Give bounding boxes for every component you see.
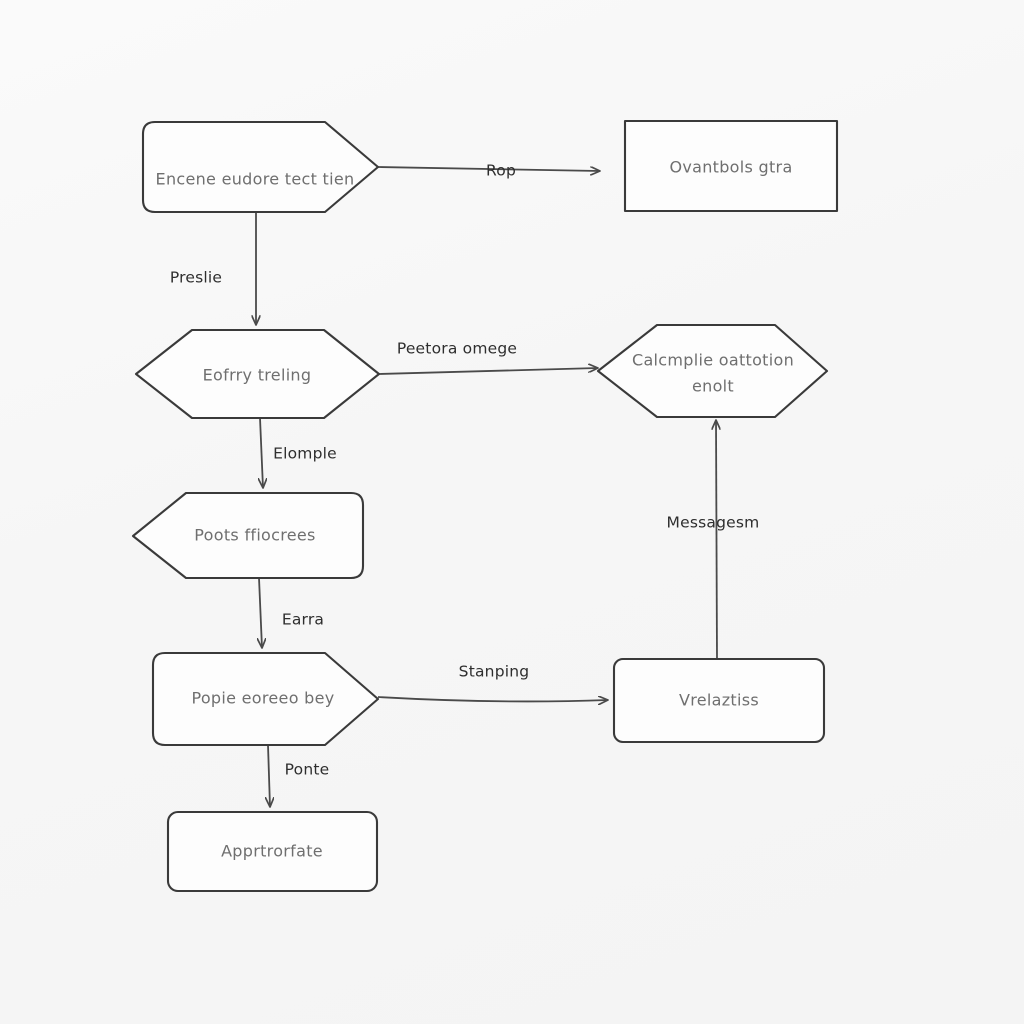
node-shape-n4 [596, 323, 829, 419]
edge-line-n7-n4 [716, 420, 717, 660]
node-label-n7: Vrelaztiss [679, 691, 759, 710]
edge-n3-n4: Peetora omege [378, 340, 598, 375]
node-label-n6: Popie eoreeo bey [191, 689, 334, 708]
edge-n7-n4: Messagesm [667, 420, 760, 660]
node-encene-eudore-tect-tien[interactable]: Encene eudore tect tien [141, 120, 380, 214]
node-label-n1: Encene eudore tect tien [156, 170, 355, 189]
node-apprtrorfate[interactable]: Apprtrorfate [166, 810, 379, 893]
node-label-n2: Ovantbols gtra [669, 158, 792, 177]
node-label-n8: Apprtrorfate [221, 842, 323, 861]
edge-line-n6-n8 [268, 744, 270, 807]
edge-label-preslie: Preslie [170, 269, 222, 287]
node-shape-n3 [134, 328, 381, 420]
edge-label-rop: Rop [486, 162, 516, 180]
edge-n5-n6: Earra [259, 577, 324, 648]
node-shape-n5 [131, 491, 365, 580]
node-vrelaztiss[interactable]: Vrelaztiss [612, 657, 826, 744]
edge-label-elomple: Elomple [273, 445, 337, 463]
edge-line-n5-n6 [259, 577, 262, 648]
node-popie-eoreeo-bey[interactable]: Popie eoreeo bey [151, 651, 380, 747]
node-label-n4-line1: Calcmplie oattotion [632, 351, 794, 370]
node-label-n5: Poots ffiocrees [194, 526, 315, 545]
edge-n6-n8: Ponte [268, 744, 330, 807]
node-calcmplie-oattotion-enolt[interactable]: Calcmplie oattotion enolt [596, 323, 829, 419]
node-label-n3: Eofrry treling [203, 366, 312, 385]
edge-line-n3-n4 [378, 368, 598, 375]
node-shape-n1 [141, 120, 380, 214]
node-shape-n8 [166, 810, 379, 893]
node-group: Encene eudore tect tien Ovantbols gtra E… [131, 119, 839, 893]
edge-label-earra: Earra [282, 611, 324, 629]
edge-n1-n3: Preslie [170, 212, 256, 325]
edge-n6-n7: Stanping [377, 663, 608, 702]
edge-line-n1-n2 [377, 166, 600, 171]
edge-n3-n5: Elomple [260, 417, 337, 488]
edge-line-n3-n5 [260, 417, 263, 488]
edge-label-messagesm: Messagesm [667, 514, 760, 532]
node-shape-n7 [612, 657, 826, 744]
node-eofrry-treling[interactable]: Eofrry treling [134, 328, 381, 420]
edge-line-n6-n7 [377, 697, 608, 701]
node-poots-ffiocrees[interactable]: Poots ffiocrees [131, 491, 365, 580]
node-ovantbols-gtra[interactable]: Ovantbols gtra [623, 119, 839, 213]
node-shape-n6 [151, 651, 380, 747]
edge-group: Rop Preslie Peetora omege Elomple Earra [170, 162, 760, 808]
edge-label-stanping: Stanping [459, 663, 530, 681]
edge-n1-n2: Rop [377, 162, 600, 180]
edge-label-peetora-omege: Peetora omege [397, 340, 517, 358]
edge-label-ponte: Ponte [285, 761, 330, 779]
node-shape-n2 [623, 119, 839, 213]
node-label-n4-line2: enolt [692, 377, 734, 396]
